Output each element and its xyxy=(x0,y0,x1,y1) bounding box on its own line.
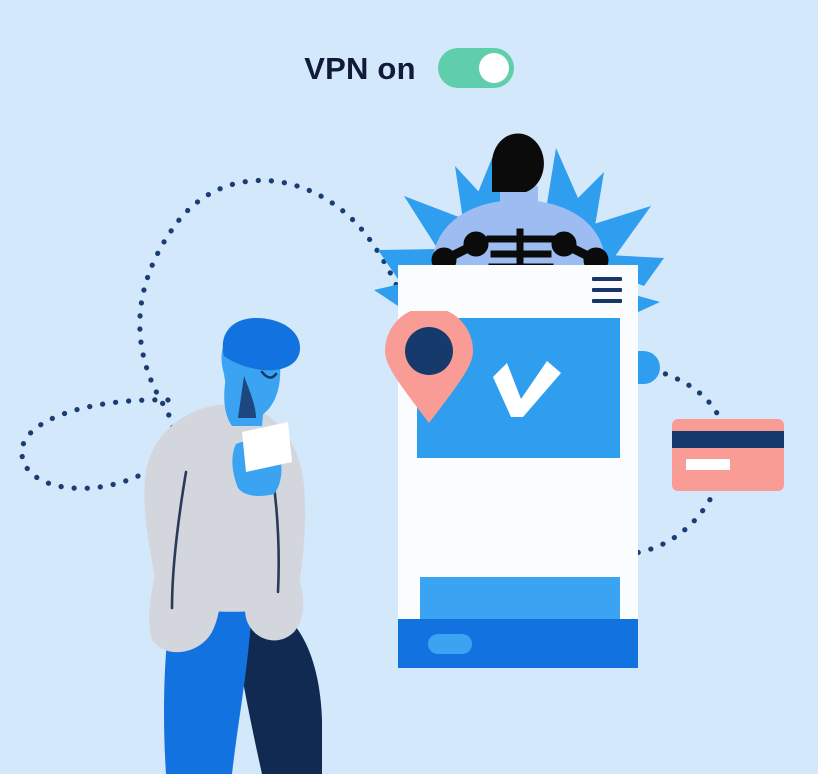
credit-card-graphic xyxy=(672,419,784,491)
vpn-status-label: VPN on xyxy=(304,50,416,86)
credit-card-magnetic-stripe xyxy=(672,431,784,448)
dotted-path-left xyxy=(19,177,427,491)
hamburger-line-3 xyxy=(592,299,622,303)
phone-base-bar xyxy=(398,619,638,668)
vpn-toggle[interactable] xyxy=(437,48,514,88)
location-pin-icon xyxy=(385,311,473,423)
vpn-header: VPN on xyxy=(0,48,818,88)
person-figure xyxy=(144,318,322,774)
phone-side-button[interactable] xyxy=(638,351,660,384)
phone-home-indicator[interactable] xyxy=(428,634,472,654)
person-sweater-hem-left xyxy=(149,560,221,653)
phone-lower-band xyxy=(420,577,620,621)
person-hair xyxy=(222,318,300,371)
hero-head xyxy=(491,133,544,192)
person-eye xyxy=(260,370,278,379)
credit-card-label-strip xyxy=(686,459,730,470)
hamburger-line-1 xyxy=(592,277,622,281)
person-leg-back xyxy=(232,600,322,774)
hamburger-line-2 xyxy=(592,288,622,292)
check-icon xyxy=(493,361,561,417)
vpn-toggle-knob xyxy=(478,53,509,83)
smartphone-mockup xyxy=(398,265,638,668)
person-jaw-shadow xyxy=(238,376,256,418)
person-card xyxy=(242,422,292,472)
hamburger-menu-icon[interactable] xyxy=(592,277,622,303)
person-sweater-hem-right xyxy=(244,562,304,641)
